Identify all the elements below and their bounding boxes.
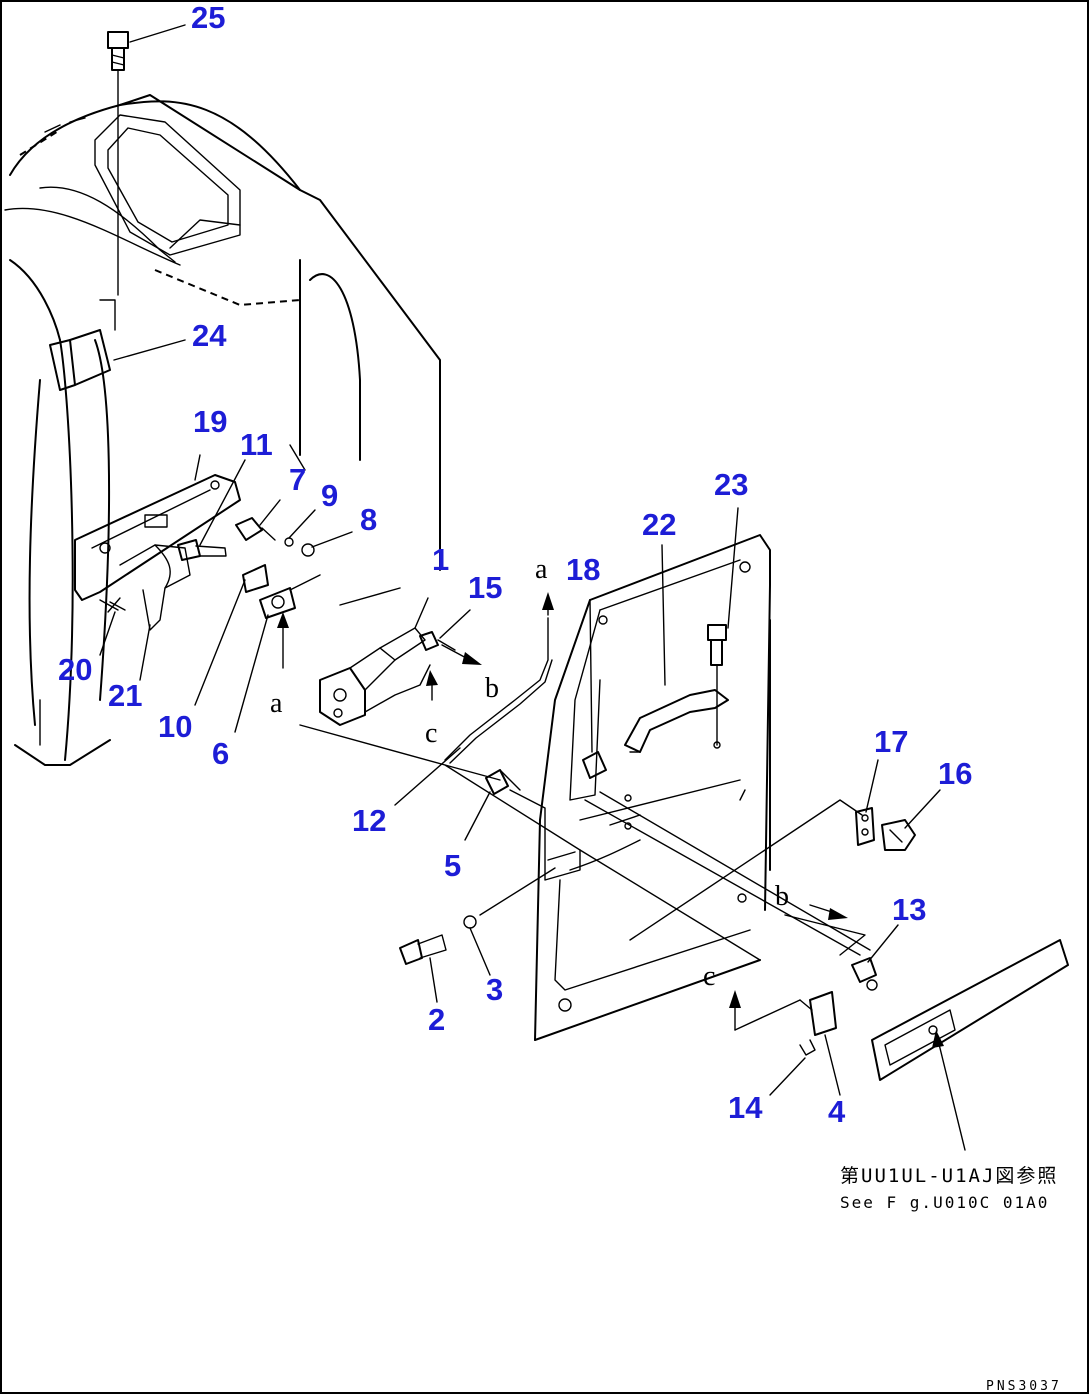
callout-10: 10 bbox=[158, 709, 192, 744]
small-parts-lower bbox=[399, 769, 556, 1003]
callout-13: 13 bbox=[892, 892, 926, 927]
letter-a-left: a bbox=[270, 688, 283, 719]
callout-6: 6 bbox=[212, 736, 229, 771]
callout-9: 9 bbox=[321, 478, 338, 513]
leaders-left bbox=[99, 339, 353, 733]
callout-1: 1 bbox=[432, 542, 449, 577]
letter-a-top: a bbox=[535, 554, 548, 585]
callout-8: 8 bbox=[360, 502, 377, 537]
callout-2: 2 bbox=[428, 1002, 445, 1037]
callout-14: 14 bbox=[728, 1090, 763, 1125]
callout-20: 20 bbox=[58, 652, 92, 687]
reference-note-japanese: 第UU1UL-U1AJ図参照 bbox=[840, 1165, 1058, 1187]
callout-23: 23 bbox=[714, 467, 748, 502]
reference-note: 第UU1UL-U1AJ図参照 See F g.U010C 01A0 bbox=[840, 1165, 1058, 1212]
reference-note-english: See F g.U010C 01A0 bbox=[840, 1193, 1049, 1212]
callout-11: 11 bbox=[240, 427, 273, 462]
callout-18: 18 bbox=[566, 552, 600, 587]
callout-22: 22 bbox=[642, 507, 676, 542]
letter-c-upper: c bbox=[425, 718, 437, 749]
callout-21: 21 bbox=[108, 678, 142, 713]
callout-19: 19 bbox=[193, 404, 227, 439]
letter-b-lower: b bbox=[775, 881, 789, 912]
door-lock-1 bbox=[319, 587, 482, 726]
callout-24: 24 bbox=[192, 318, 227, 353]
callout-labels: 25 24 19 11 7 9 8 1 15 18 22 23 20 21 10… bbox=[58, 0, 972, 1129]
callout-16: 16 bbox=[938, 756, 972, 791]
small-parts-right bbox=[629, 759, 941, 1096]
bolt-25 bbox=[107, 24, 186, 296]
callout-4: 4 bbox=[828, 1094, 846, 1129]
rod-12 bbox=[299, 592, 761, 961]
connection-letters: a a b b c c bbox=[270, 554, 789, 992]
callout-15: 15 bbox=[468, 570, 502, 605]
letter-b-right: b bbox=[485, 673, 499, 704]
callout-12: 12 bbox=[352, 803, 386, 838]
grab-handle-22 bbox=[582, 507, 739, 779]
door-panel bbox=[509, 534, 871, 1041]
hinge-plate-19 bbox=[74, 474, 241, 631]
letter-c-lower: c bbox=[703, 961, 715, 992]
callout-3: 3 bbox=[486, 972, 503, 1007]
callout-17: 17 bbox=[874, 724, 908, 759]
drawing-code: PNS3037 bbox=[986, 1379, 1062, 1394]
callout-7: 7 bbox=[289, 462, 306, 497]
callout-5: 5 bbox=[444, 848, 461, 883]
hinge-pins bbox=[107, 517, 321, 619]
callout-25: 25 bbox=[191, 0, 225, 35]
cover-plate bbox=[871, 939, 1069, 1151]
